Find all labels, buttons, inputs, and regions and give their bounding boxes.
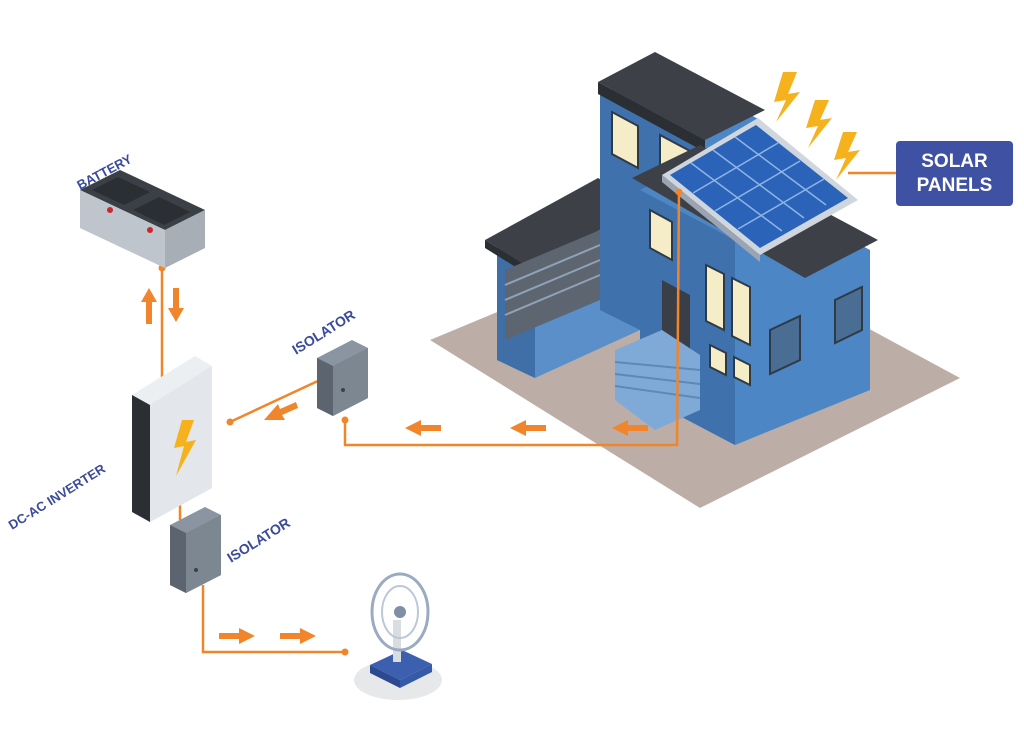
wire-nodes	[158, 188, 683, 656]
battery-icon	[80, 170, 205, 268]
solar-badge-line1: SOLAR	[921, 150, 988, 172]
wires	[160, 189, 681, 654]
arrow-icon	[141, 288, 648, 644]
solar-panels-badge: SOLAR PANELS	[896, 141, 1013, 206]
isolator-icon	[170, 507, 221, 593]
solar-panel-icon	[662, 118, 858, 262]
inverter-label: DC-AC INVERTER	[6, 461, 109, 533]
solar-badge-line2: PANELS	[916, 174, 993, 196]
lightning-bolt-icon	[174, 420, 196, 476]
inverter-icon	[132, 356, 212, 522]
isolator-bottom-label: ISOLATOR	[224, 514, 293, 565]
isolator-icon	[317, 340, 368, 416]
lightning-bolt-icon	[774, 72, 860, 180]
fan-icon	[354, 572, 442, 700]
